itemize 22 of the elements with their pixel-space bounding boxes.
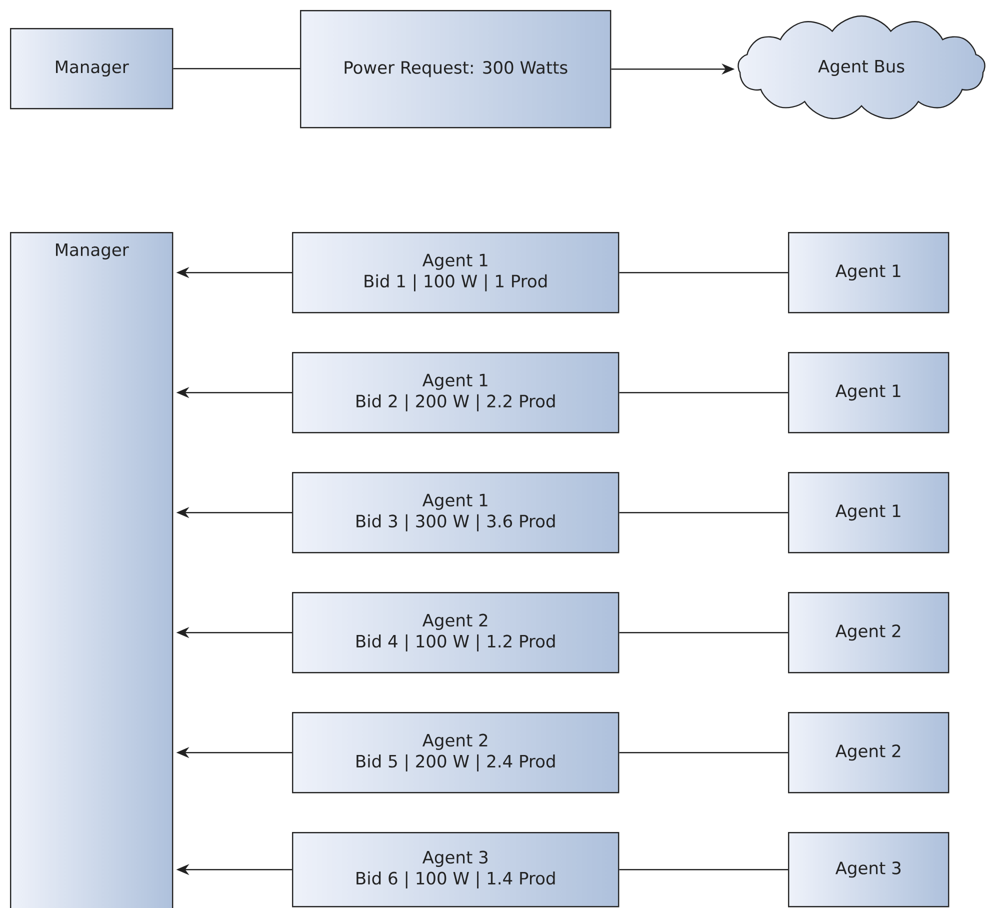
connector-line xyxy=(619,392,788,394)
connector-line xyxy=(619,272,788,274)
connector-line xyxy=(619,869,788,870)
process-box: Manager xyxy=(10,232,174,908)
process-box: Agent 1 Bid 1 | 100 W | 1 Prod xyxy=(292,232,620,314)
connector-line xyxy=(619,512,788,514)
process-box: Agent 1 xyxy=(788,232,950,314)
connector-line xyxy=(173,68,300,70)
process-box: Agent 3 Bid 6 | 100 W | 1.4 Prod xyxy=(292,832,620,908)
process-box: Agent 2 Bid 5 | 200 W | 2.4 Prod xyxy=(292,712,620,794)
process-box: Agent 3 xyxy=(788,832,950,908)
connector-line xyxy=(619,632,788,634)
process-box: Agent 1 Bid 2 | 200 W | 2.2 Prod xyxy=(292,352,620,434)
connector-line xyxy=(619,752,788,754)
process-box: Agent 1 xyxy=(788,352,950,434)
process-box: Agent 2 xyxy=(788,712,950,794)
process-box: Agent 1 xyxy=(788,472,950,554)
process-box: Agent 2 xyxy=(788,592,950,674)
process-box: Agent 1 Bid 3 | 300 W | 3.6 Prod xyxy=(292,472,620,554)
process-box: Agent 2 Bid 4 | 100 W | 1.2 Prod xyxy=(292,592,620,674)
process-box: Manager xyxy=(10,28,174,110)
process-box: Power Request: 300 Watts xyxy=(300,10,612,128)
